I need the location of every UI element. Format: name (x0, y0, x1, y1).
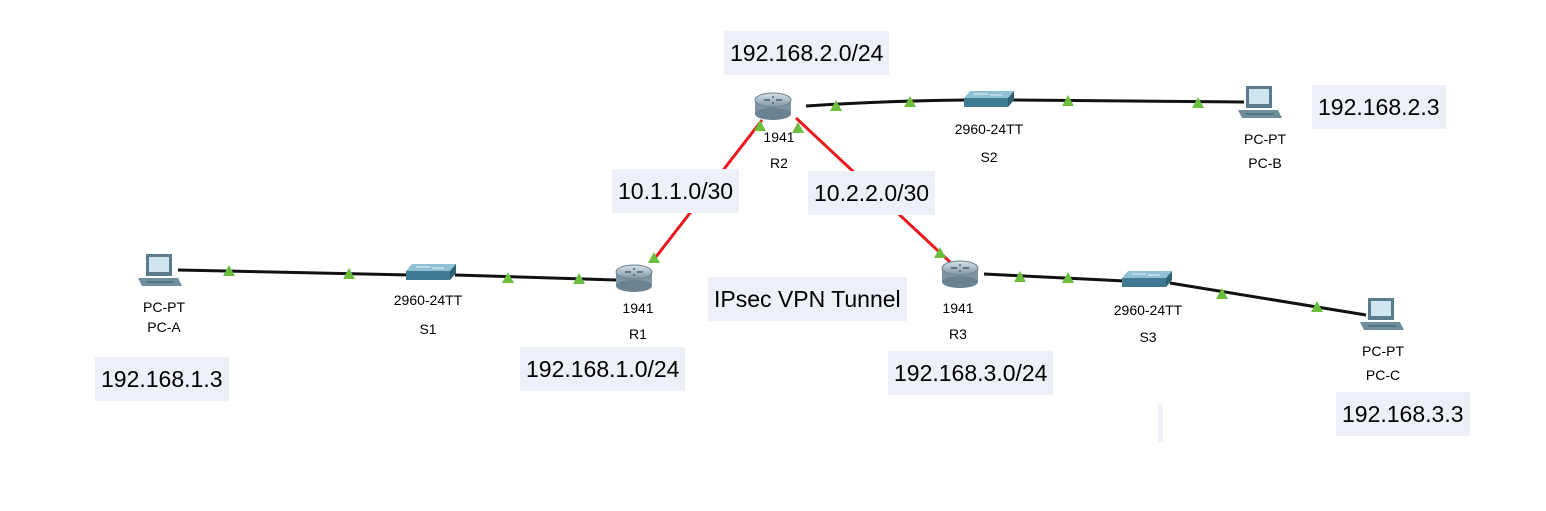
host-address-note-pc-c: 192.168.3.3 (1336, 392, 1470, 436)
network-note-r2-lan: 192.168.2.0/24 (724, 31, 890, 75)
port-up-indicator (502, 272, 514, 283)
port-up-indicator (648, 252, 660, 263)
device-name-label: PC-A (147, 319, 181, 335)
router-icon[interactable] (615, 264, 653, 292)
port-up-indicator (904, 96, 916, 107)
port-up-indicator (1062, 272, 1074, 283)
tunnel-label: IPsec VPN Tunnel (708, 277, 907, 321)
canvas-artifact (1158, 404, 1163, 442)
link-r3-s3[interactable] (983, 272, 1126, 283)
device-model-label: 2960-24TT (1113, 302, 1183, 318)
port-up-indicator (1014, 271, 1026, 282)
network-note-r2-r3: 10.2.2.0/30 (808, 171, 936, 215)
router-icon[interactable] (754, 92, 792, 120)
host-address-note-pc-b: 192.168.2.3 (1312, 85, 1446, 129)
port-up-indicator (792, 122, 804, 133)
pc-icon[interactable] (1360, 298, 1404, 330)
device-name-label: R3 (949, 326, 967, 342)
device-model-label: 2960-24TT (954, 121, 1024, 137)
device-model-label: 1941 (763, 129, 795, 145)
switch-icon[interactable] (964, 91, 1014, 107)
port-up-indicator (223, 265, 235, 276)
device-model-label: PC-PT (1362, 343, 1404, 359)
pc-icon[interactable] (1238, 86, 1282, 118)
device-name-label: R2 (770, 155, 788, 171)
link-s1-r1[interactable] (454, 273, 617, 282)
network-note-r3-lan: 192.168.3.0/24 (888, 351, 1054, 395)
device-name-label: S2 (980, 149, 998, 165)
device-model-label: PC-PT (143, 299, 185, 315)
port-up-indicator (573, 273, 585, 284)
link-s3-pcc[interactable] (1169, 281, 1367, 317)
port-up-indicator (1192, 97, 1204, 108)
network-note-r1-lan: 192.168.1.0/24 (520, 347, 686, 391)
device-name-label: S3 (1139, 329, 1157, 345)
pc-icon[interactable] (138, 254, 182, 286)
port-up-indicator (830, 100, 842, 111)
device-model-label: 1941 (942, 300, 974, 316)
switch-icon[interactable] (406, 264, 456, 280)
port-up-indicator (754, 120, 766, 131)
port-up-indicator (1062, 95, 1074, 106)
network-note-r1-r2: 10.1.1.0/30 (612, 169, 740, 213)
device-name-label: PC-B (1248, 155, 1282, 171)
device-model-label: PC-PT (1244, 131, 1286, 147)
port-up-indicator (343, 268, 355, 279)
link-s2-pcb[interactable] (1011, 98, 1245, 104)
device-model-label: 1941 (622, 300, 654, 316)
device-model-label: 2960-24TT (393, 292, 463, 308)
device-name-label: PC-C (1365, 367, 1401, 383)
link-pca-s1[interactable] (177, 268, 411, 277)
port-status-indicators (223, 95, 1323, 312)
link-r2-s2[interactable] (805, 98, 969, 108)
port-up-indicator (1216, 288, 1228, 299)
device-name-label: R1 (629, 326, 647, 342)
switch-icon[interactable] (1122, 271, 1172, 287)
device-name-label: S1 (419, 321, 437, 337)
router-icon[interactable] (941, 260, 979, 288)
host-address-note-pc-a: 192.168.1.3 (95, 357, 229, 401)
port-up-indicator (1311, 301, 1323, 312)
port-up-indicator (934, 247, 946, 258)
